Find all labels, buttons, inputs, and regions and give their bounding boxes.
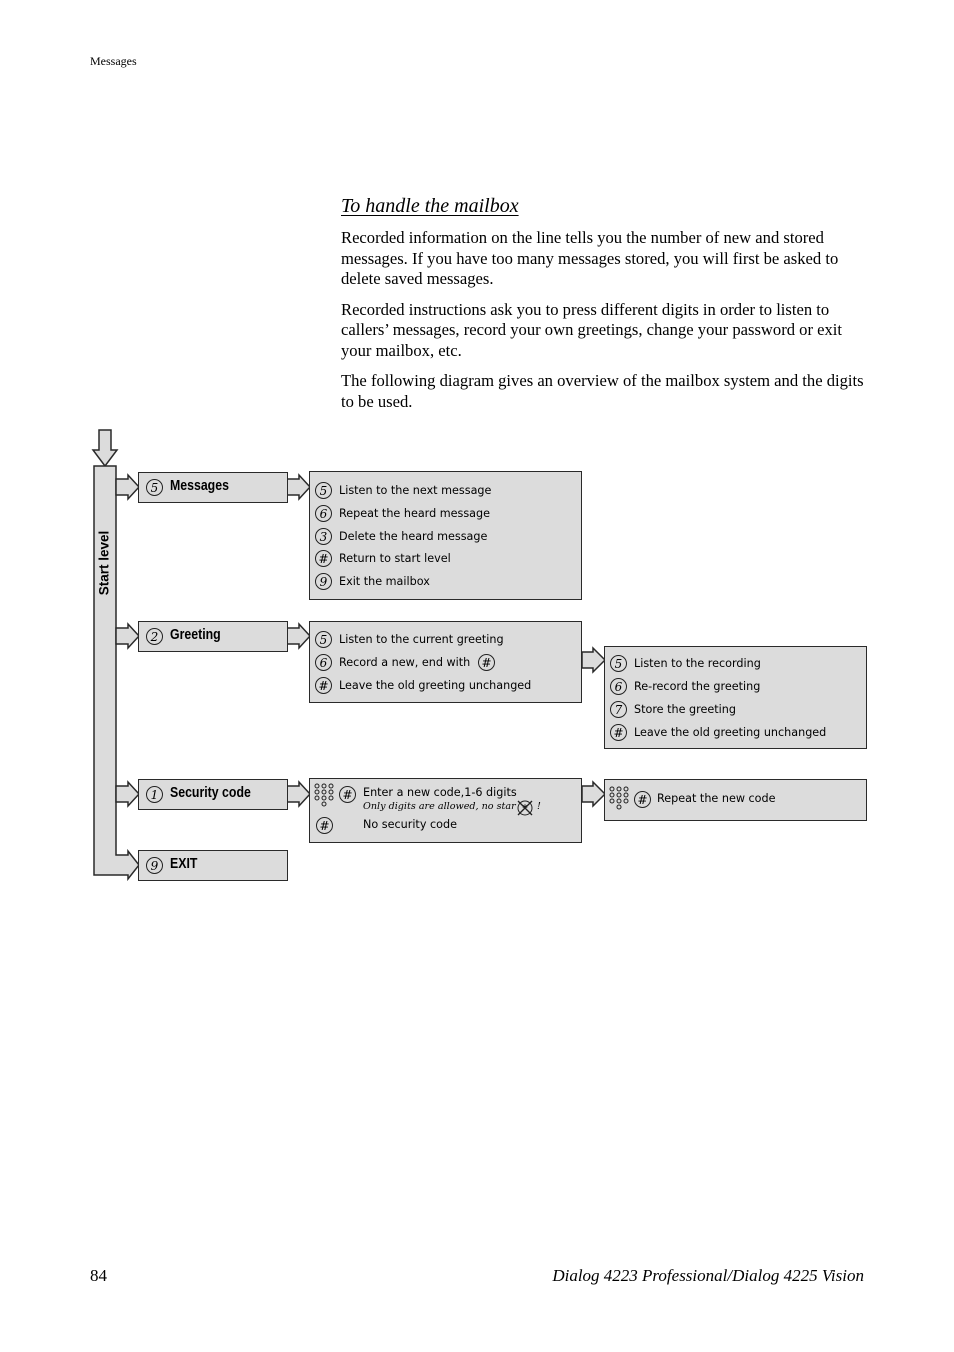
paragraph-1: Recorded information on the line tells y… xyxy=(341,228,839,288)
key-7-icon: 7 xyxy=(610,701,627,718)
start-level-text: Start level xyxy=(96,530,112,596)
option-text: Record a new, end with xyxy=(339,656,471,669)
running-header: Messages xyxy=(90,54,137,68)
menu-messages-label: Messages xyxy=(170,478,229,494)
key-5-icon: 5 xyxy=(315,482,332,499)
key-9-icon: 9 xyxy=(146,857,163,874)
document-title: Dialog 4223 Professional/Dialog 4225 Vis… xyxy=(552,1266,864,1285)
hash-key-icon: # xyxy=(316,817,333,834)
page-number: 84 xyxy=(90,1266,107,1285)
repeat-code-box: # Repeat the new code xyxy=(604,779,867,821)
paragraph-3: The following diagram gives an overview … xyxy=(341,371,864,411)
key-5-icon: 5 xyxy=(610,655,627,672)
paragraph-2: Recorded instructions ask you to press d… xyxy=(341,299,843,360)
main-content: To handle the mailbox Recorded informati… xyxy=(341,193,866,422)
enter-code-text: Enter a new code,1-6 digits xyxy=(363,786,517,799)
no-security-code-text: No security code xyxy=(363,818,457,831)
repeat-code-text: Repeat the new code xyxy=(657,792,776,805)
key-6-icon: 6 xyxy=(315,505,332,522)
key-2-icon: 2 xyxy=(146,628,163,645)
hash-key-icon: # xyxy=(634,791,651,808)
key-6-icon: 6 xyxy=(610,678,627,695)
recording-options-box: 5 Listen to the recording 6 Re-record th… xyxy=(604,646,867,749)
option-text: Repeat the heard message xyxy=(339,507,491,520)
hash-key-icon: # xyxy=(339,786,356,803)
option-text: Listen to the current greeting xyxy=(339,633,504,646)
menu-exit-label: EXIT xyxy=(170,856,198,872)
security-options-box: # Enter a new code,1-6 digits Only digit… xyxy=(309,778,582,843)
menu-security-code: 1 Security code xyxy=(138,779,288,810)
key-3-icon: 3 xyxy=(315,528,332,545)
option-text: Listen to the recording xyxy=(634,657,761,670)
keypad-icon xyxy=(314,783,334,807)
menu-greeting: 2 Greeting xyxy=(138,621,288,652)
key-5-icon: 5 xyxy=(315,631,332,648)
no-star-icon: * xyxy=(517,800,533,816)
option-text: Leave the old greeting unchanged xyxy=(339,679,532,692)
key-1-icon: 1 xyxy=(146,786,163,803)
greeting-options-box: 5 Listen to the current greeting 6 Recor… xyxy=(309,621,582,703)
option-text: Exit the mailbox xyxy=(339,575,430,588)
option-text: Return to start level xyxy=(339,552,451,565)
option-text: Re-record the greeting xyxy=(634,680,761,693)
option-text: Leave the old greeting unchanged xyxy=(634,726,827,739)
key-5-icon: 5 xyxy=(146,479,163,496)
section-title: To handle the mailbox xyxy=(341,195,519,217)
menu-messages: 5 Messages xyxy=(138,472,288,503)
key-9-icon: 9 xyxy=(315,573,332,590)
key-6-icon: 6 xyxy=(315,654,332,671)
option-text: Delete the heard message xyxy=(339,530,488,543)
option-text: Store the greeting xyxy=(634,703,736,716)
menu-greeting-label: Greeting xyxy=(170,627,221,643)
digits-only-note: Only digits are allowed, no star xyxy=(363,801,516,812)
hash-key-icon: # xyxy=(478,654,495,671)
option-text: Listen to the next message xyxy=(339,484,492,497)
messages-options-box: 5 Listen to the next message 6 Repeat th… xyxy=(309,471,582,600)
keypad-icon xyxy=(609,786,629,810)
menu-security-code-label: Security code xyxy=(170,785,251,801)
note-end: ! xyxy=(537,801,541,812)
hash-key-icon: # xyxy=(315,550,332,567)
start-level-label: Start level xyxy=(96,530,112,596)
hash-key-icon: # xyxy=(610,724,627,741)
menu-exit: 9 EXIT xyxy=(138,850,288,881)
hash-key-icon: # xyxy=(315,677,332,694)
